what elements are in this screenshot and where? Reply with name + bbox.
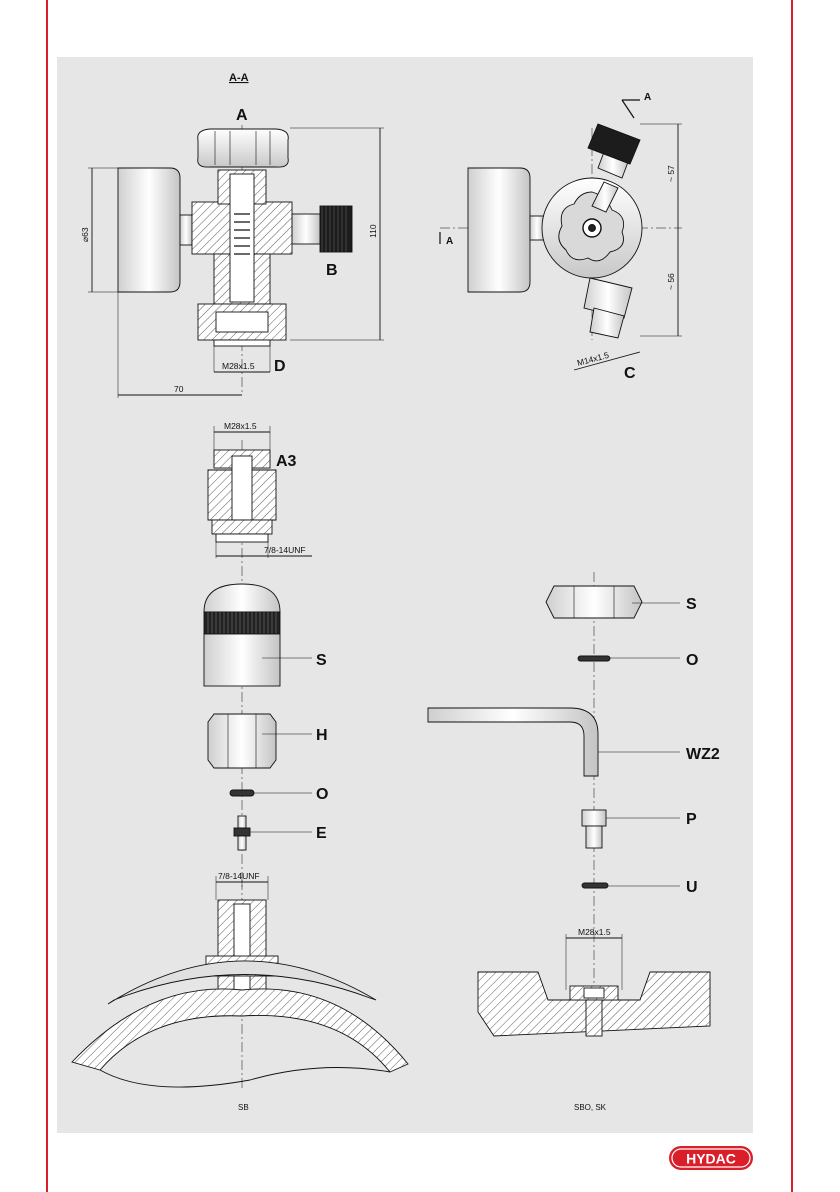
caption-sbo-sk: SBO, SK [574, 1103, 607, 1112]
callout-s-right: S [686, 596, 697, 613]
dim-width: 70 [174, 384, 184, 394]
hydac-logo: HYDAC [668, 1145, 754, 1171]
callout-u: U [686, 879, 698, 896]
nut-h [208, 714, 312, 768]
callout-a-top: A [236, 107, 248, 124]
caption-sb: SB [238, 1103, 249, 1112]
section-marker-left: A [446, 236, 453, 247]
dim-thread-sb: 7/8-14UNF [218, 871, 260, 881]
dim-thread-sbo: M28x1.5 [578, 927, 611, 937]
callout-o-left: O [316, 786, 328, 803]
hydac-logo-text: HYDAC [686, 1151, 736, 1167]
bladder-port-sb [72, 876, 408, 1090]
callout-o-right: O [686, 652, 698, 669]
section-view-aa [88, 125, 384, 398]
callout-c: C [624, 365, 636, 382]
dim-thread-a3-top: M28x1.5 [224, 421, 257, 431]
plug-p [582, 810, 680, 848]
callout-wz2: WZ2 [686, 746, 720, 763]
dim-approx-bottom: ~ 56 [666, 273, 676, 290]
dim-thread-a3-bottom: 7/8-14UNF [264, 545, 306, 555]
dim-thread-d: M28x1.5 [222, 361, 255, 371]
cap-s-left [204, 584, 312, 686]
hex-key-wz2 [428, 708, 680, 776]
dim-diameter: ⌀63 [80, 227, 90, 242]
section-label: A-A [229, 72, 249, 84]
valve-insert-e [234, 816, 312, 850]
o-ring-right [578, 656, 680, 661]
seal-u [582, 883, 680, 888]
section-marker-right: A [644, 92, 651, 103]
callout-s-left: S [316, 652, 327, 669]
o-ring-left [230, 790, 312, 796]
dim-height: 110 [368, 224, 378, 238]
front-view [440, 100, 682, 370]
callout-d: D [274, 358, 286, 375]
callout-p: P [686, 811, 697, 828]
callout-b: B [326, 262, 338, 279]
callout-h: H [316, 727, 328, 744]
callout-a3: A3 [276, 453, 297, 470]
shell-port-sbo [478, 934, 710, 1036]
callout-e: E [316, 825, 327, 842]
dim-approx-top: ~ 57 [666, 165, 676, 182]
